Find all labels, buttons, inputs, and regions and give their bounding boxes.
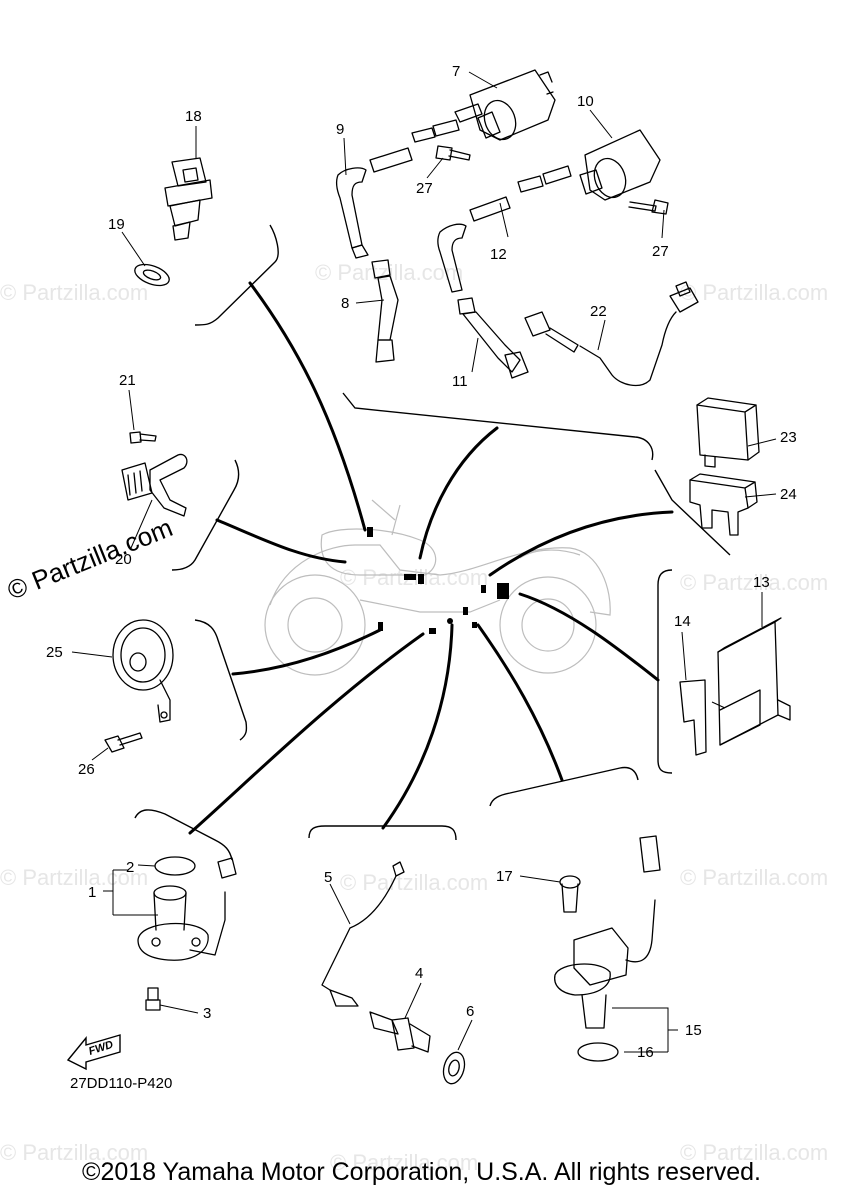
part-6-gasket — [442, 1051, 466, 1085]
callout-15: 15 — [685, 1022, 702, 1039]
callout-8: 8 — [341, 295, 349, 312]
callout-numbers: 1 2 3 4 5 6 7 8 9 10 11 12 13 14 15 16 1… — [46, 63, 797, 1061]
part-1-position-sensor — [137, 857, 237, 961]
copyright-notice: ©2018 Yamaha Motor Corporation, U.S.A. A… — [82, 1158, 761, 1186]
group-brackets — [134, 224, 731, 861]
part-4-o2-sensor — [369, 1011, 431, 1053]
callout-19: 19 — [108, 216, 125, 233]
diagram-code: 27DD110-P420 — [70, 1075, 172, 1092]
part-19-gasket — [134, 263, 170, 287]
motorcycle-silhouette — [264, 499, 611, 676]
callout-22: 22 — [590, 303, 607, 320]
part-22-harness — [524, 281, 699, 387]
callout-10: 10 — [577, 93, 594, 110]
callout-5: 5 — [324, 869, 332, 886]
part-15-crank-sensor — [554, 835, 661, 1029]
part-9-plug-lead — [336, 119, 460, 259]
bike-location-markers — [367, 527, 509, 634]
svg-text:© Partzilla.com: © Partzilla.com — [680, 570, 828, 595]
callout-leaders — [71, 71, 777, 1053]
callout-12: 12 — [490, 246, 507, 263]
part-25-horn — [112, 619, 174, 723]
callout-18: 18 — [185, 108, 202, 125]
part-26-bolt — [104, 732, 143, 753]
callout-27b: 27 — [652, 243, 669, 260]
callout-17: 17 — [496, 868, 513, 885]
part-14-ecu-cover — [679, 679, 707, 756]
part-21-bolt — [129, 431, 157, 444]
part-27-bolt — [435, 145, 471, 161]
callout-13: 13 — [753, 574, 770, 591]
part-10-ignition-coil — [579, 129, 661, 201]
part-20-speed-sensor — [121, 453, 188, 517]
fwd-arrow-icon: FWD — [66, 1034, 121, 1071]
part-5-lead-wire — [321, 861, 405, 1007]
callout-23: 23 — [780, 429, 797, 446]
callout-1: 1 — [88, 884, 96, 901]
callout-3: 3 — [203, 1005, 211, 1022]
callout-25: 25 — [46, 644, 63, 661]
svg-text:© Partzilla.com: © Partzilla.com — [680, 1140, 828, 1165]
watermarks: © Partzilla.com © Partzilla.com © Partzi… — [0, 260, 828, 1175]
svg-text:© Partzilla.com: © Partzilla.com — [680, 865, 828, 890]
callout-16: 16 — [637, 1044, 654, 1061]
callout-9: 9 — [336, 121, 344, 138]
part-3-bolt — [145, 987, 161, 1011]
callout-2: 2 — [126, 859, 134, 876]
part-17-bolt — [559, 875, 581, 913]
callout-20: 20 — [115, 551, 132, 568]
svg-text:© Partzilla.com: © Partzilla.com — [0, 280, 148, 305]
part-11-plug-cap — [457, 297, 529, 379]
part-7-ignition-coil — [454, 69, 556, 141]
part-2-o-ring — [154, 856, 196, 876]
leader-lines — [188, 281, 674, 835]
svg-text:© Partzilla.com: © Partzilla.com — [680, 280, 828, 305]
part-16-o-ring — [577, 1042, 619, 1062]
callout-11: 11 — [452, 373, 468, 390]
callout-21: 21 — [119, 372, 136, 389]
part-18-thermo-sensor — [164, 157, 213, 241]
part-12-plug-lead — [437, 165, 572, 293]
svg-text:© Partzilla.com: © Partzilla.com — [340, 870, 488, 895]
part-27-bolt-2 — [628, 199, 669, 215]
callout-27a: 27 — [416, 180, 433, 197]
part-23-relay — [696, 397, 760, 468]
callout-26: 26 — [78, 761, 95, 778]
svg-text:© Partzilla.com: © Partzilla.com — [330, 1150, 478, 1175]
callout-7: 7 — [452, 63, 460, 80]
part-13-ecu — [717, 617, 791, 746]
partzilla-watermark: © Partzilla.com — [3, 512, 177, 605]
svg-text:© Partzilla.com: © Partzilla.com — [0, 865, 148, 890]
svg-text:© Partzilla.com: © Partzilla.com — [0, 1140, 148, 1165]
callout-6: 6 — [466, 1003, 474, 1020]
callout-24: 24 — [780, 486, 797, 503]
part-24-relay-holder — [689, 473, 758, 536]
callout-14: 14 — [674, 613, 691, 630]
callout-4: 4 — [415, 965, 423, 982]
